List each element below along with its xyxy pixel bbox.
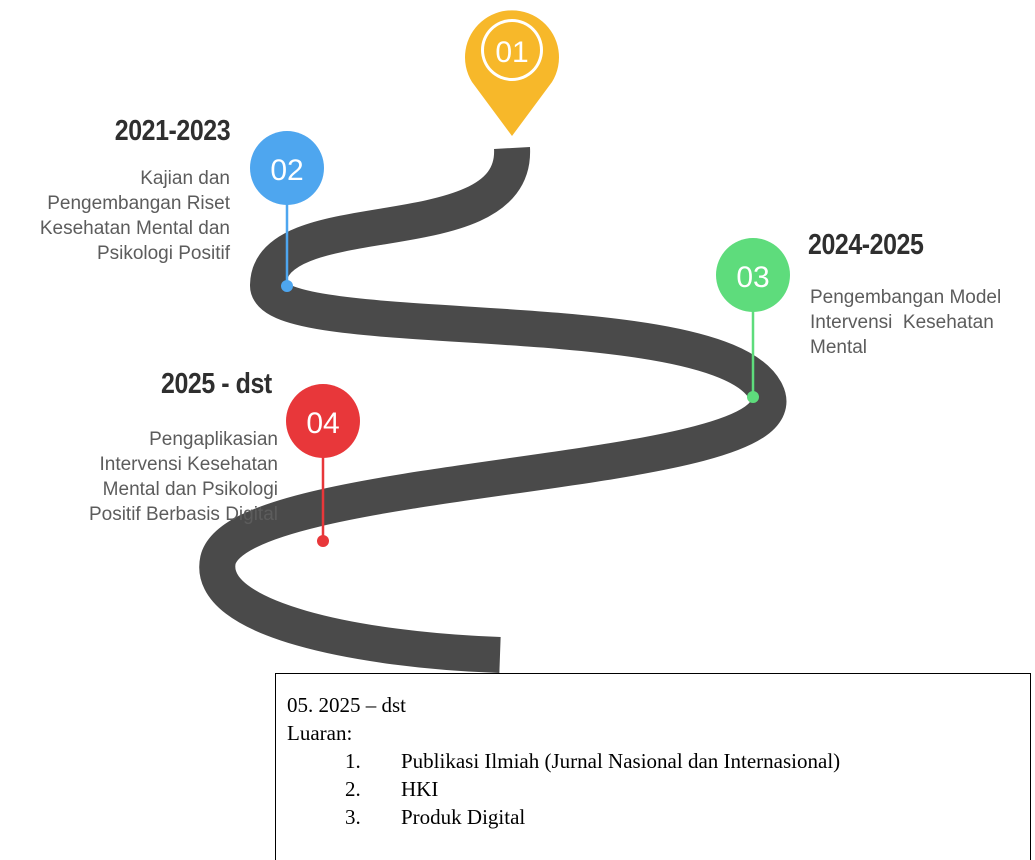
milestone-04-dot — [317, 535, 329, 547]
milestone-01-number: 01 — [495, 36, 528, 69]
milestone-04-description: Pengaplikasian Intervensi Kesehatan Ment… — [89, 427, 278, 527]
milestone-03-dot — [747, 391, 759, 403]
milestone-03-description-line: Mental — [810, 337, 868, 358]
milestone-02-number: 02 — [270, 154, 303, 187]
milestone-02-dot — [281, 280, 293, 292]
milestone-02-description-line: Pengembangan Riset — [47, 193, 230, 214]
milestone-04-pin: 04 — [286, 384, 360, 547]
milestone-03-description-line: Pengembangan Model — [810, 287, 1002, 308]
milestone-01-badge — [484, 22, 540, 78]
milestone-02-period: 2021-2023 — [114, 115, 231, 147]
list-item: 2. HKI — [287, 775, 1030, 803]
outputs-label: Luaran: — [287, 721, 353, 745]
milestone-02-badge — [250, 131, 324, 205]
milestone-04-description-line: Mental dan Psikologi — [102, 479, 278, 500]
milestone-02-description: Kajian dan Pengembangan Riset Kesehatan … — [40, 166, 230, 266]
milestone-03-pin: 03 — [716, 238, 790, 403]
milestone-02-pin: 02 — [250, 131, 324, 292]
list-item-text: Publikasi Ilmiah (Jurnal Nasional dan In… — [401, 749, 841, 773]
outputs-heading: 05. 2025 – dst — [287, 693, 407, 717]
milestone-03-period: 2024-2025 — [808, 229, 924, 261]
list-item-text: HKI — [401, 777, 439, 801]
milestone-04-description-line: Intervensi Kesehatan — [99, 454, 278, 475]
list-item: 1. Publikasi Ilmiah (Jurnal Nasional dan… — [287, 747, 1030, 775]
milestone-03-description: Pengembangan Model Intervensi Kesehatan … — [810, 285, 1001, 360]
milestone-03-badge — [716, 238, 790, 312]
outputs-list: 1. Publikasi Ilmiah (Jurnal Nasional dan… — [287, 747, 1030, 831]
list-item-number: 3. — [345, 805, 361, 829]
milestone-03-number: 03 — [736, 261, 769, 294]
milestone-02-description-line: Kesehatan Mental dan — [39, 218, 230, 239]
milestone-04-number: 04 — [306, 407, 339, 440]
list-item-number: 2. — [345, 777, 361, 801]
list-item-number: 1. — [345, 749, 361, 773]
outputs-box: 05. 2025 – dst Luaran: 1. Publikasi Ilmi… — [275, 673, 1031, 860]
milestone-04-period: 2025 - dst — [161, 368, 272, 400]
list-item: 3. Produk Digital — [287, 803, 1030, 831]
milestone-04-description-line: Positif Berbasis Digital — [88, 504, 278, 525]
milestone-02-description-line: Psikologi Positif — [96, 243, 230, 264]
milestone-02-description-line: Kajian dan — [140, 168, 230, 189]
list-item-text: Produk Digital — [401, 805, 526, 829]
milestone-03-description-line: Intervensi Kesehatan — [810, 312, 994, 333]
milestone-04-badge — [286, 384, 360, 458]
road-path — [199, 147, 786, 673]
milestone-04-description-line: Pengaplikasian — [149, 429, 278, 450]
milestone-01-pin: 01 — [465, 10, 559, 137]
